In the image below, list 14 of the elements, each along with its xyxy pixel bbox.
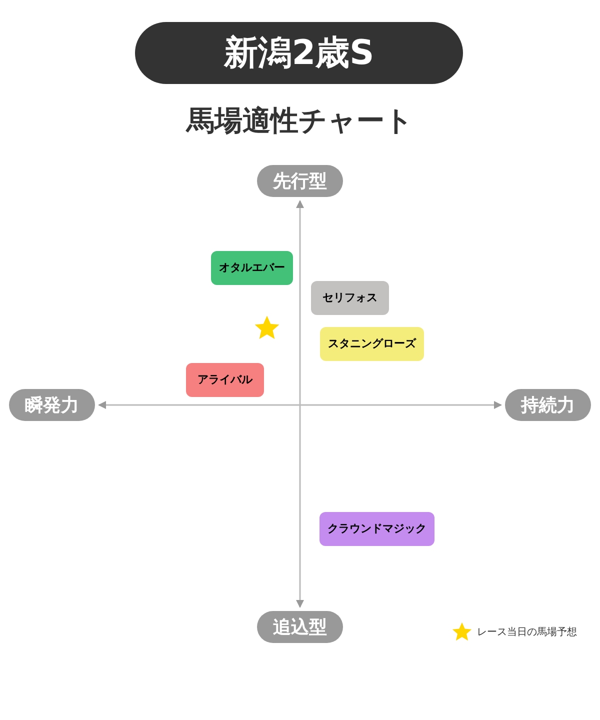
horse-name-box: スタニングローズ [320, 327, 424, 361]
axis-arrow [296, 200, 304, 608]
horse-name-box: アライバル [186, 363, 264, 397]
title-pill: 新潟2歳S [135, 22, 463, 84]
axis-label-pill: 先行型 [257, 165, 343, 197]
subtitle: 馬場適性チャート [184, 103, 414, 139]
axis-label-pill: 瞬発力 [9, 389, 95, 421]
axis-label-pill: 追込型 [257, 611, 343, 643]
horse-name-box: クラウンドマジック [320, 512, 434, 546]
horse-name-box: オタルエバー [211, 251, 293, 285]
horse-name-box: セリフォス [311, 281, 389, 315]
axis-arrow [98, 401, 502, 409]
legend-text: レース当日の馬場予想 [477, 626, 577, 640]
axis-label-pill: 持続力 [505, 389, 591, 421]
